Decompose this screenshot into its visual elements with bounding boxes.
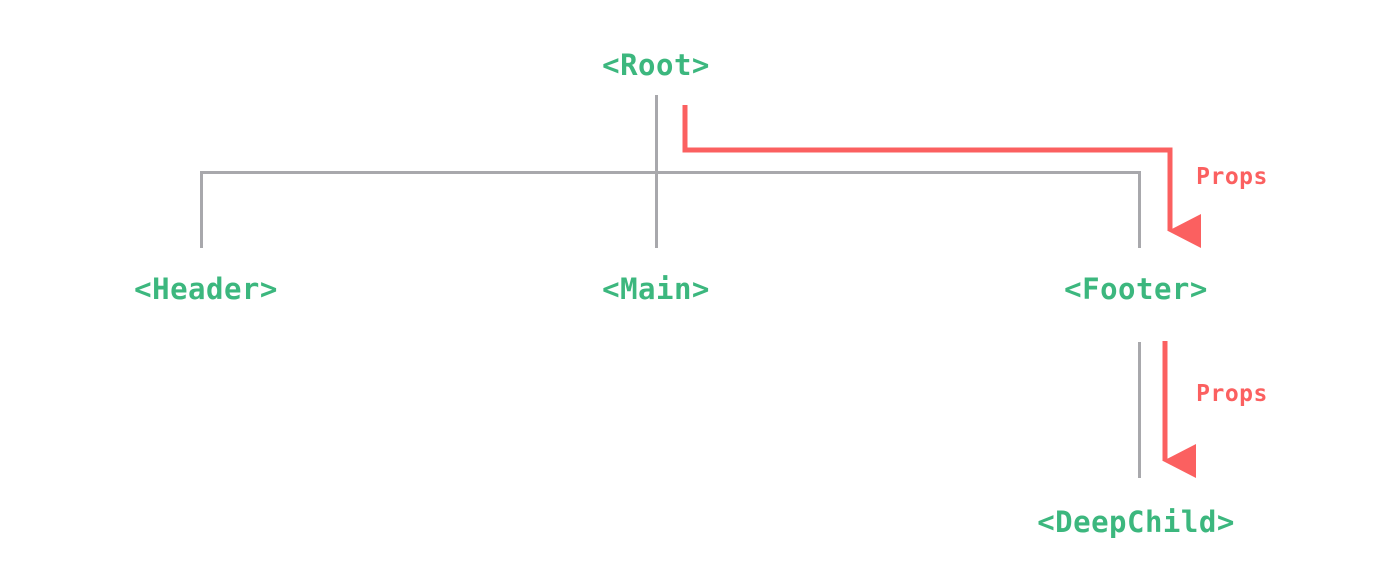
props-arrows (682, 105, 1202, 478)
node-label-deepchild[interactable]: <DeepChild> (1037, 505, 1235, 539)
node-label-main[interactable]: <Main> (602, 272, 710, 306)
tree-edges (200, 95, 1141, 478)
props-label-root-to-footer: Props (1196, 164, 1268, 190)
node-label-root[interactable]: <Root> (602, 48, 710, 82)
props-arrow-root-to-footer (682, 105, 1202, 248)
props-label-footer-to-deepchild: Props (1196, 381, 1268, 407)
node-label-header[interactable]: <Header> (134, 272, 278, 306)
node-label-footer[interactable]: <Footer> (1064, 272, 1208, 306)
